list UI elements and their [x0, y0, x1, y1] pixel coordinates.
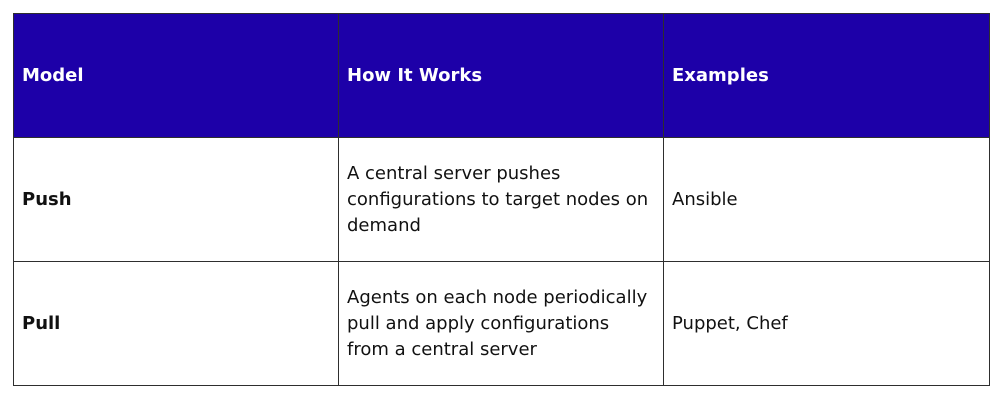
- table-body: Push A central server pushes configurati…: [13, 137, 990, 386]
- comparison-table-container: Model How It Works Examples Push A centr…: [13, 13, 990, 386]
- cell-model: Push: [13, 137, 339, 262]
- table-row: Pull Agents on each node periodically pu…: [13, 261, 990, 386]
- cell-examples: Ansible: [663, 137, 990, 262]
- table-header: Model How It Works Examples: [13, 13, 990, 138]
- column-header-examples: Examples: [663, 13, 990, 138]
- column-header-how-it-works: How It Works: [338, 13, 664, 138]
- column-header-model: Model: [13, 13, 339, 138]
- cell-how-it-works: Agents on each node periodically pull an…: [338, 261, 664, 386]
- comparison-table: Model How It Works Examples Push A centr…: [13, 13, 990, 386]
- table-row: Push A central server pushes configurati…: [13, 137, 990, 262]
- cell-how-it-works: A central server pushes configurations t…: [338, 137, 664, 262]
- header-row: Model How It Works Examples: [13, 13, 990, 138]
- cell-model: Pull: [13, 261, 339, 386]
- cell-examples: Puppet, Chef: [663, 261, 990, 386]
